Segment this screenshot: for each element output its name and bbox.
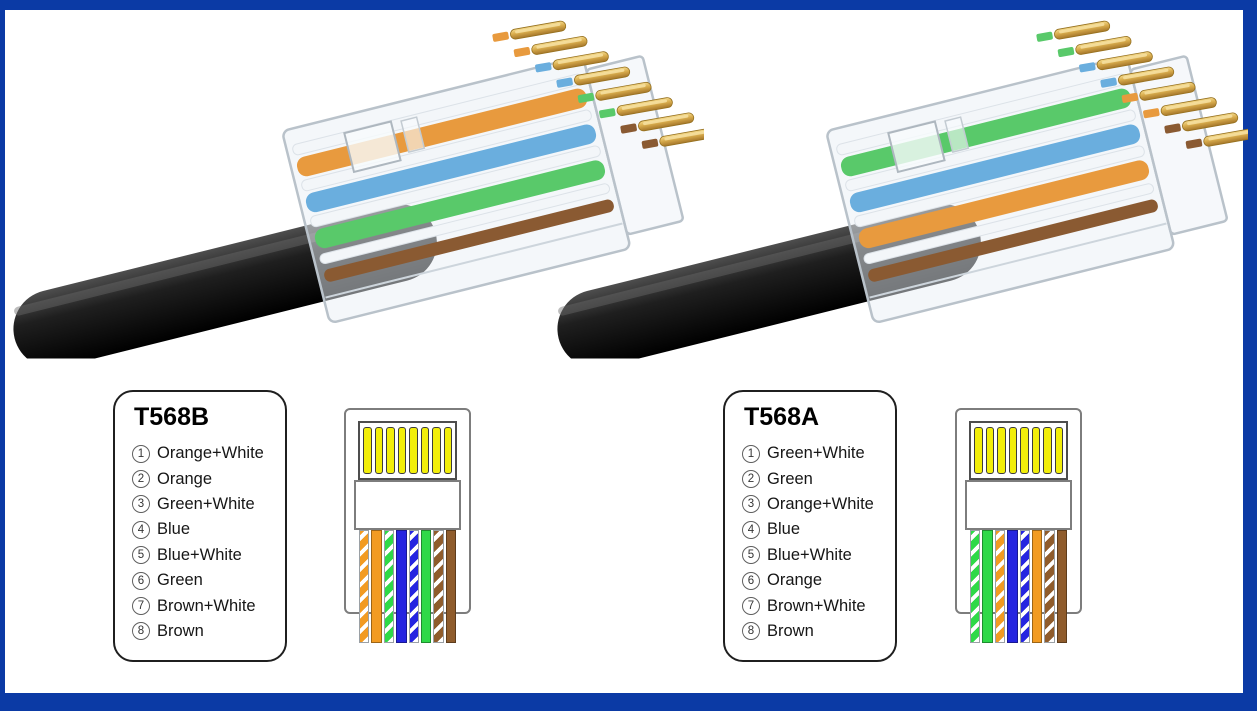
rj45-plug-photo-t568a: [548, 12, 1248, 360]
standard-box: T568B 1 Orange+White 2 Orange 3 Green+Wh…: [113, 390, 287, 662]
pin-item: 3 Orange+White: [742, 492, 895, 517]
pin-label: Brown+White: [767, 596, 866, 615]
striped-wire: [1019, 530, 1030, 643]
pin-item: 2 Green: [742, 466, 895, 491]
solid-wire: [1007, 530, 1018, 643]
striped-wire: [359, 530, 370, 643]
gold-contact-pin: [420, 427, 429, 474]
pin-number-badge: 8: [742, 622, 760, 641]
striped-wire: [408, 530, 419, 643]
pin-item: 6 Green: [132, 568, 285, 593]
pin-label: Orange: [157, 469, 213, 488]
pin-label: Green+White: [767, 444, 865, 463]
pin-number-badge: 3: [132, 495, 150, 514]
contact-pin-row: [969, 421, 1068, 480]
standard-title: T568B: [134, 403, 210, 431]
pin-item: 7 Brown+White: [742, 593, 895, 618]
solid-wire: [371, 530, 382, 643]
pin-item: 7 Brown+White: [132, 593, 285, 618]
pin-number-badge: 2: [132, 470, 150, 489]
solid-wire: [396, 530, 407, 643]
pin-item: 8 Brown: [742, 619, 895, 644]
pin-item: 3 Green+White: [132, 492, 285, 517]
solid-wire: [420, 530, 432, 643]
gold-contact-pin: [409, 427, 418, 474]
striped-wire: [970, 530, 981, 643]
pin-number-badge: 2: [742, 470, 760, 489]
pin-label: Green: [157, 571, 203, 590]
contact-pin-row: [358, 421, 457, 480]
pin-label: Blue+White: [157, 545, 242, 564]
gold-contact-pin: [1054, 427, 1063, 474]
pin-label: Orange: [767, 571, 823, 590]
pin-number-badge: 3: [742, 495, 760, 514]
pin-number-badge: 7: [132, 597, 150, 616]
pin-number-badge: 5: [742, 546, 760, 565]
striped-wire: [994, 530, 1006, 643]
striped-wire: [383, 530, 395, 643]
pin-label: Orange+White: [157, 444, 264, 463]
pin-label: Brown: [157, 621, 204, 640]
gold-contact-pin: [974, 427, 983, 474]
pin-label: Green: [767, 469, 813, 488]
solid-wire: [1056, 530, 1067, 643]
pin-number-badge: 5: [132, 546, 150, 565]
pin-item: 5 Blue+White: [132, 543, 285, 568]
pin-list: 1 Green+White 2 Green 3 Orange+White 4 B…: [742, 441, 895, 644]
pin-label: Orange+White: [767, 494, 874, 513]
pinout-diagram: [344, 408, 471, 643]
pin-number-badge: 4: [132, 520, 150, 539]
solid-wire: [1031, 530, 1043, 643]
pin-number-badge: 8: [132, 622, 150, 641]
gold-contact-pin: [1043, 427, 1052, 474]
gold-contact-pin: [363, 427, 372, 474]
pin-item: 4 Blue: [742, 517, 895, 542]
pin-list: 1 Orange+White 2 Orange 3 Green+White 4 …: [132, 441, 285, 644]
pin-number-badge: 4: [742, 520, 760, 539]
gold-contact-pin: [1020, 427, 1029, 474]
pin-label: Brown+White: [157, 596, 256, 615]
solid-wire: [982, 530, 993, 643]
wire-array: [970, 530, 1067, 643]
pin-number-badge: 7: [742, 597, 760, 616]
wire-array: [359, 530, 456, 643]
pin-number-badge: 1: [742, 444, 760, 463]
gold-contact-pin: [386, 427, 395, 474]
gold-contact-pin: [1031, 427, 1040, 474]
gold-contact-pin: [1008, 427, 1017, 474]
pin-number-badge: 6: [132, 571, 150, 590]
gold-contact-pin: [374, 427, 383, 474]
pin-item: 6 Orange: [742, 568, 895, 593]
pin-label: Blue: [157, 520, 191, 539]
pin-label: Blue: [767, 520, 801, 539]
connector-body-band: [965, 480, 1072, 530]
gold-contact-pin: [985, 427, 994, 474]
striped-wire: [1044, 530, 1055, 643]
pin-item: 4 Blue: [132, 517, 285, 542]
striped-wire: [433, 530, 444, 643]
pin-label: Brown: [767, 621, 814, 640]
pin-item: 5 Blue+White: [742, 543, 895, 568]
pin-item: 1 Orange+White: [132, 441, 285, 466]
pinout-diagram: [955, 408, 1082, 643]
pin-item: 1 Green+White: [742, 441, 895, 466]
gold-contact-pin: [432, 427, 441, 474]
solid-wire: [445, 530, 456, 643]
pin-label: Green+White: [157, 494, 255, 513]
connector-body-band: [354, 480, 461, 530]
pin-item: 2 Orange: [132, 466, 285, 491]
standard-title: T568A: [744, 403, 820, 431]
standard-box: T568A 1 Green+White 2 Green 3 Orange+Whi…: [723, 390, 897, 662]
gold-contact-pin: [997, 427, 1006, 474]
pin-number-badge: 1: [132, 444, 150, 463]
gold-contact-pin: [397, 427, 406, 474]
pin-item: 8 Brown: [132, 619, 285, 644]
pin-label: Blue+White: [767, 545, 852, 564]
gold-contact-pin: [443, 427, 452, 474]
pin-number-badge: 6: [742, 571, 760, 590]
